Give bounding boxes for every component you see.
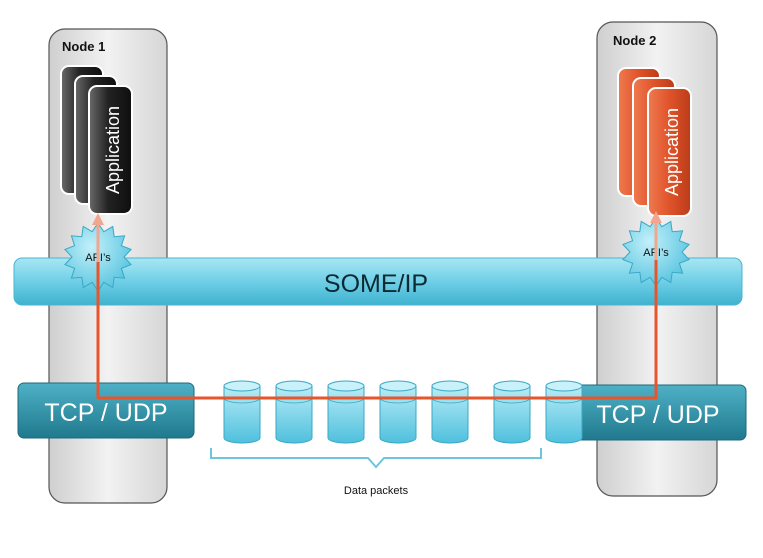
data-flow-path — [92, 211, 662, 400]
data-packets-brace — [210, 448, 542, 469]
data-packets — [223, 380, 583, 444]
node-1-application-stack: Application — [60, 65, 133, 215]
node-2-application-label: Application — [662, 108, 682, 196]
node-2-tcp-udp-label: TCP / UDP — [596, 401, 719, 429]
data-packet — [545, 380, 583, 444]
data-packet — [431, 380, 469, 444]
node-1-tcp-udp-label: TCP / UDP — [44, 399, 167, 427]
data-packet — [223, 380, 261, 444]
node-1-application-label: Application — [103, 106, 123, 194]
some-ip-bus — [13, 257, 743, 306]
some-ip-label: SOME/IP — [324, 270, 428, 298]
node-2-arrow-head — [650, 211, 662, 223]
node-1-label: Node 1 — [62, 39, 105, 54]
node-1-arrow-head — [92, 213, 104, 225]
data-packet — [493, 380, 531, 444]
node-2-label: Node 2 — [613, 33, 656, 48]
data-packet — [275, 380, 313, 444]
node-2-application-stack: Application — [617, 67, 692, 217]
data-packets-label: Data packets — [344, 485, 409, 497]
data-packet — [379, 380, 417, 444]
data-packet — [327, 380, 365, 444]
